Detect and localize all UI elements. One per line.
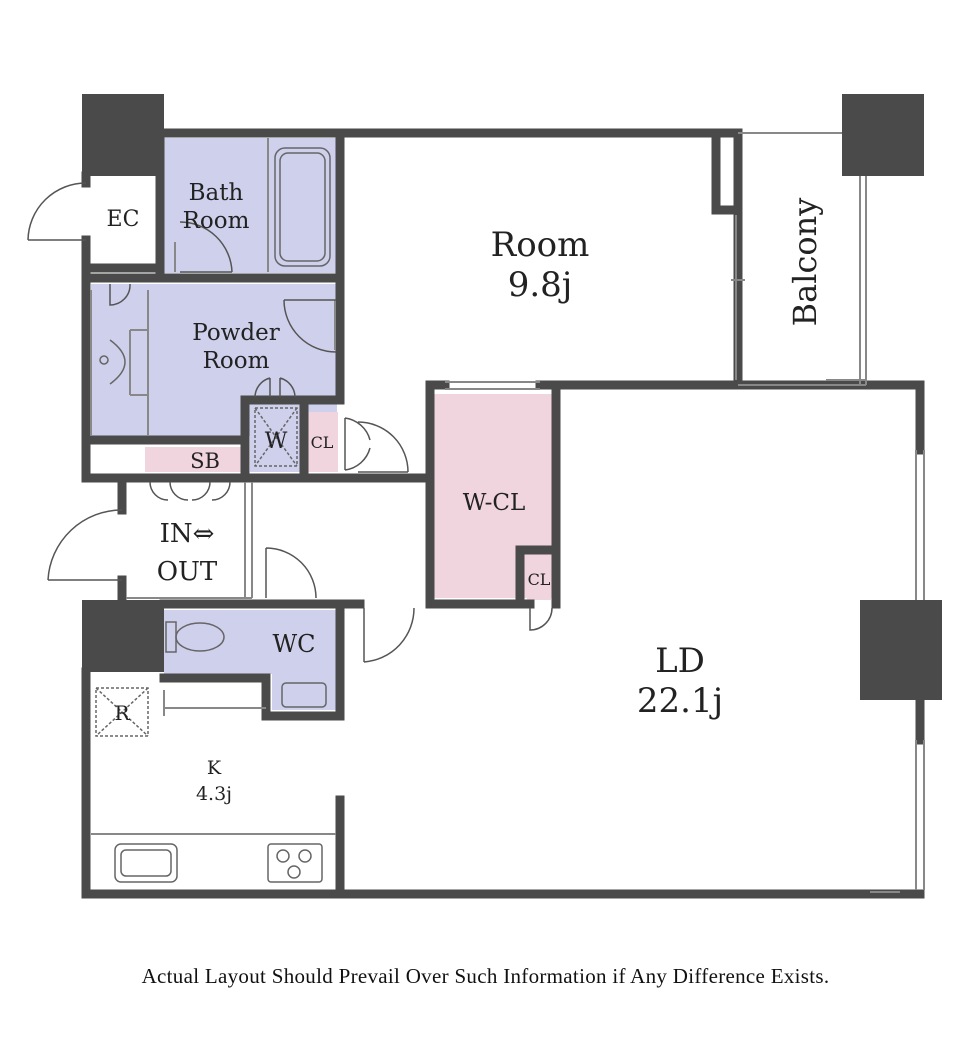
washer-label: W xyxy=(265,429,288,454)
wc-fill xyxy=(164,610,337,674)
ld-label-size: 22.1j xyxy=(637,681,723,721)
wc-label: WC xyxy=(272,630,315,658)
cl-door xyxy=(344,417,371,471)
footer-note: Actual Layout Should Prevail Over Such I… xyxy=(141,964,830,988)
fridge-label: R xyxy=(114,701,130,725)
toilet-bowl xyxy=(175,622,225,652)
pillar-right xyxy=(860,600,942,700)
powder-door xyxy=(283,299,337,353)
entry-door xyxy=(47,509,123,581)
bath-room-fill xyxy=(164,138,337,273)
bath-door xyxy=(179,221,233,273)
bathtub xyxy=(274,147,331,267)
w-closet-label: W-CL xyxy=(463,490,526,516)
wc-door xyxy=(265,547,317,599)
entry-label-1: IN⇔ xyxy=(160,519,215,549)
balcony-label: Balcony xyxy=(786,198,824,327)
cl-label: CL xyxy=(311,433,334,452)
cl-small-fill xyxy=(308,412,338,472)
wet-area-fills xyxy=(91,138,337,710)
fridge-box xyxy=(95,687,149,737)
sb-label: SB xyxy=(190,449,220,473)
sb-doors xyxy=(149,481,231,501)
kitchen-label-size: 4.3j xyxy=(196,783,232,805)
sb-fill xyxy=(145,447,242,472)
powder-label-2: Room xyxy=(203,348,270,374)
cl-small2-fill xyxy=(527,556,551,600)
powder-top-door xyxy=(109,283,131,306)
ec-label: EC xyxy=(107,207,140,232)
closet-fills xyxy=(145,394,552,600)
room-label-size: 9.8j xyxy=(508,265,573,305)
bath-label-1: Bath xyxy=(189,180,244,206)
wc-basin xyxy=(281,682,327,708)
bathtub-inner xyxy=(279,152,326,262)
entry-label-2: OUT xyxy=(157,557,218,587)
pillar-top-right xyxy=(842,94,924,176)
corridor-door xyxy=(357,421,409,473)
washer-box xyxy=(254,407,298,467)
pillar-top-left xyxy=(82,94,164,176)
ld-label-name: LD xyxy=(655,641,705,681)
room-labels: EC Bath Room Powder Room Room 9.8j Balco… xyxy=(107,180,824,805)
cl2-door xyxy=(529,607,553,631)
fixtures xyxy=(95,147,331,883)
pillars xyxy=(82,94,942,700)
ec-door xyxy=(27,182,87,241)
washer-doors xyxy=(254,377,296,398)
thin-lines xyxy=(90,132,925,893)
stove xyxy=(267,843,323,883)
room-label-name: Room xyxy=(491,225,590,265)
powder-sink xyxy=(109,339,126,385)
ld-door xyxy=(363,607,415,663)
door-swings xyxy=(27,182,553,663)
cl2-label: CL xyxy=(528,570,551,589)
powder-label-1: Powder xyxy=(192,320,279,346)
kitchen-label-name: K xyxy=(207,757,222,779)
pillar-mid-left xyxy=(82,600,164,672)
kitchen-sink xyxy=(114,843,178,883)
bath-label-2: Room xyxy=(183,208,250,234)
